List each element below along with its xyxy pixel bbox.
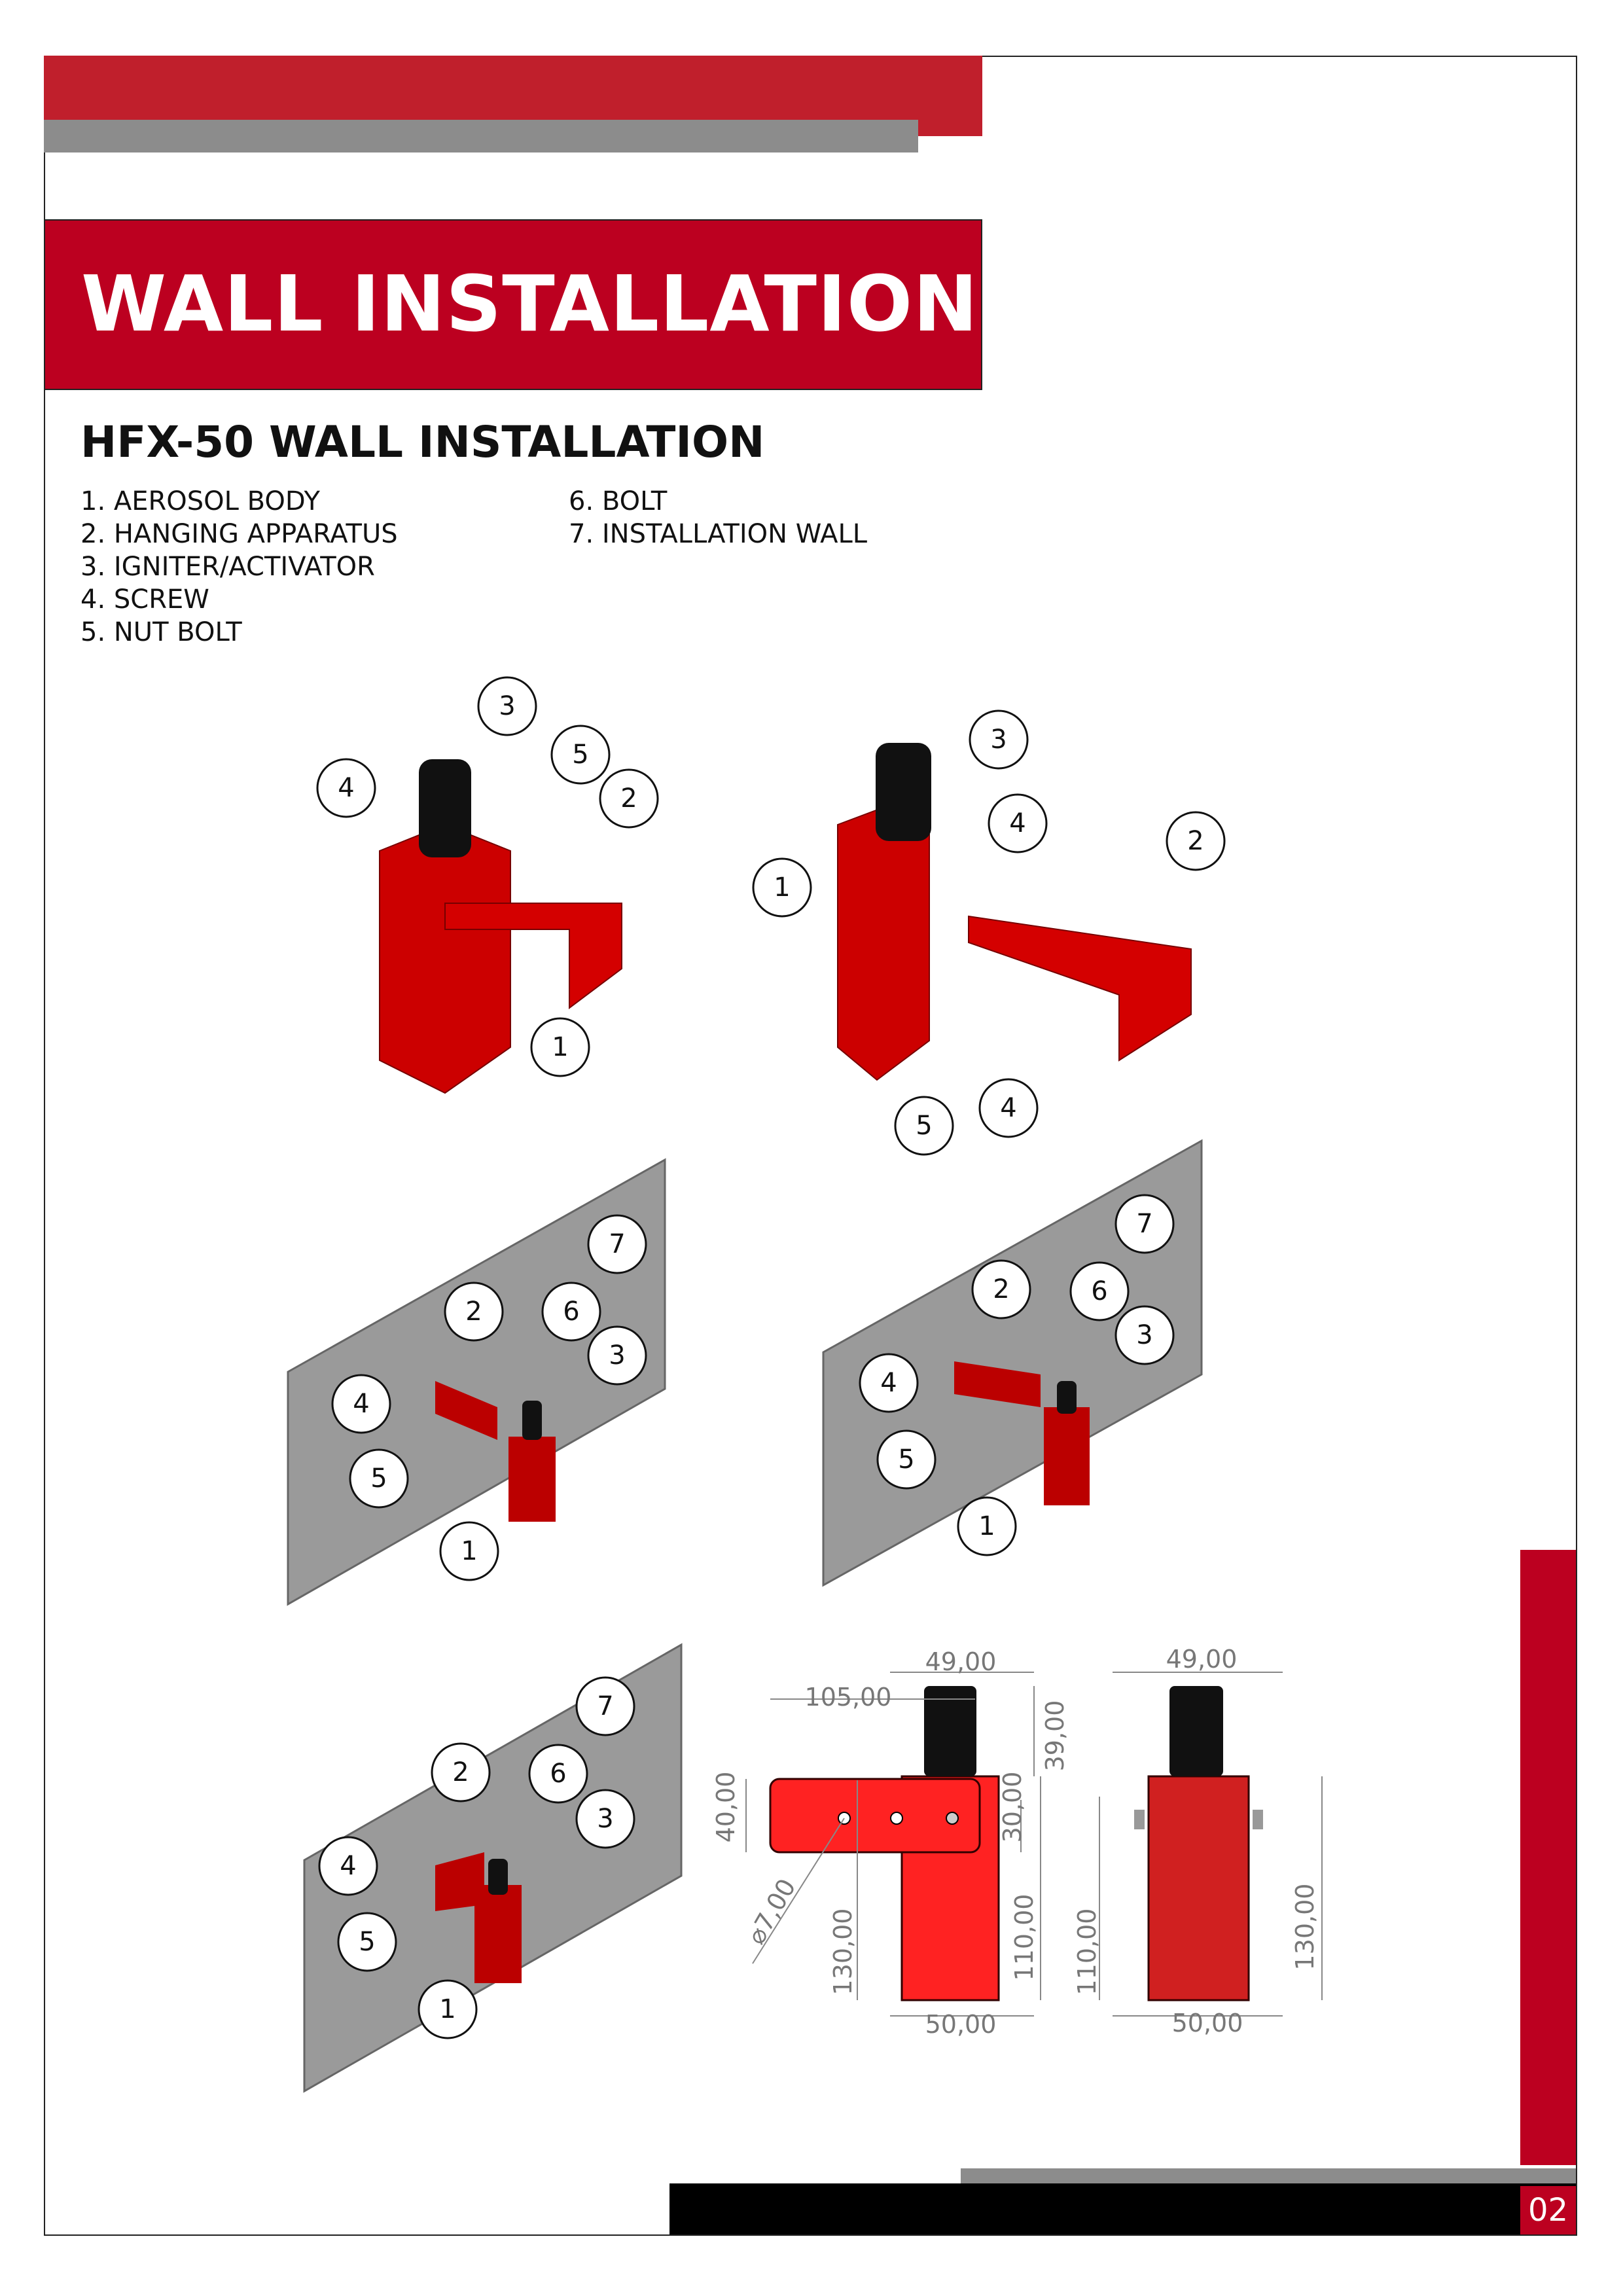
wall-view-3 xyxy=(303,1643,683,2093)
iso-view-2 xyxy=(837,743,1192,1081)
callout: 6 xyxy=(541,1282,601,1342)
callout: 1 xyxy=(752,857,812,918)
callout: 2 xyxy=(599,768,659,829)
callout: 3 xyxy=(1115,1305,1175,1365)
svg-text:2: 2 xyxy=(452,1757,469,1787)
callout: 1 xyxy=(439,1521,499,1581)
part-item: 3. IGNITER/ACTIVATOR xyxy=(80,552,375,582)
part-item: 6. BOLT xyxy=(569,486,668,516)
svg-text:4: 4 xyxy=(880,1368,897,1398)
dim-bracket-length: 105,00 xyxy=(805,1683,892,1712)
svg-text:5: 5 xyxy=(898,1444,914,1475)
callout: 1 xyxy=(418,1979,478,2039)
part-item: 4. SCREW xyxy=(80,584,209,615)
dim-hole-spacing: 30,00 xyxy=(998,1772,1027,1843)
dim-width-top: 49,00 xyxy=(925,1647,997,1676)
dim-width-bottom: 50,00 xyxy=(925,2010,997,2039)
callout: 7 xyxy=(587,1214,647,1274)
svg-text:1: 1 xyxy=(774,872,790,903)
svg-text:3: 3 xyxy=(1136,1320,1152,1350)
svg-text:3: 3 xyxy=(597,1804,613,1834)
technical-drawing-side: 49,00 110,00 130,00 50,00 xyxy=(1073,1645,1323,2037)
callout: 1 xyxy=(957,1496,1017,1556)
title-banner: WALL INSTALLATION xyxy=(44,219,982,390)
svg-text:4: 4 xyxy=(353,1389,369,1419)
side-red-bar xyxy=(1520,1550,1576,2165)
callout: 7 xyxy=(575,1676,635,1736)
callouts: 3 5 2 4 1 3 4 2 1 5 4 7 2 6 3 4 5 1 7 2 … xyxy=(316,676,1226,2039)
callout: 4 xyxy=(331,1374,391,1434)
callout: 2 xyxy=(1166,811,1226,871)
callout: 5 xyxy=(876,1429,936,1490)
svg-text:2: 2 xyxy=(1187,826,1204,856)
dim-side-total-height: 130,00 xyxy=(1291,1884,1319,1971)
callout: 7 xyxy=(1115,1194,1175,1254)
svg-text:2: 2 xyxy=(620,783,637,814)
svg-text:5: 5 xyxy=(359,1927,375,1957)
callout: 4 xyxy=(859,1353,919,1413)
callout: 1 xyxy=(530,1017,590,1077)
dim-side-width-top: 49,00 xyxy=(1166,1645,1238,1674)
callout: 3 xyxy=(969,709,1029,770)
dim-igniter-height: 39,00 xyxy=(1041,1700,1069,1772)
svg-text:7: 7 xyxy=(597,1691,613,1721)
svg-text:4: 4 xyxy=(340,1851,356,1881)
svg-text:5: 5 xyxy=(572,740,588,770)
callout: 2 xyxy=(971,1259,1031,1319)
callout: 2 xyxy=(431,1742,491,1803)
dim-total-height: 130,00 xyxy=(829,1909,857,1996)
part-item: 1. AEROSOL BODY xyxy=(80,486,320,516)
callout: 3 xyxy=(575,1789,635,1849)
dim-hole-diameter: ⌀7,00 xyxy=(741,1874,802,1949)
iso-view-1 xyxy=(379,759,622,1094)
callout: 5 xyxy=(894,1096,954,1156)
svg-text:3: 3 xyxy=(609,1340,625,1371)
callout: 5 xyxy=(550,725,611,785)
svg-text:2: 2 xyxy=(465,1297,482,1327)
svg-text:1: 1 xyxy=(552,1032,568,1062)
callout: 5 xyxy=(337,1912,397,1972)
callout: 5 xyxy=(349,1448,409,1509)
part-item: 5. NUT BOLT xyxy=(80,617,242,647)
page-number: 02 xyxy=(1520,2186,1576,2234)
callout: 4 xyxy=(978,1078,1039,1138)
dim-bracket-height: 40,00 xyxy=(711,1772,740,1843)
callout: 4 xyxy=(988,793,1048,853)
svg-text:7: 7 xyxy=(1136,1209,1152,1239)
dim-side-width-bottom: 50,00 xyxy=(1172,2009,1243,2037)
svg-text:6: 6 xyxy=(550,1759,566,1789)
footer-black-bar xyxy=(669,2183,1576,2234)
callout: 6 xyxy=(1069,1261,1130,1321)
svg-text:3: 3 xyxy=(990,725,1007,755)
technical-drawing-front: 49,00 105,00 39,00 40,00 30,00 ⌀7,00 130… xyxy=(711,1647,1069,2039)
dim-side-body-height: 110,00 xyxy=(1073,1909,1101,1996)
page-title: WALL INSTALLATION xyxy=(81,259,978,349)
svg-text:1: 1 xyxy=(978,1511,995,1541)
svg-text:5: 5 xyxy=(916,1111,932,1141)
part-item: 7. INSTALLATION WALL xyxy=(569,519,868,549)
svg-text:6: 6 xyxy=(563,1297,579,1327)
callout: 3 xyxy=(477,676,537,736)
svg-text:1: 1 xyxy=(461,1536,477,1566)
callout: 6 xyxy=(528,1744,588,1804)
svg-text:3: 3 xyxy=(499,691,515,721)
dim-body-height: 110,00 xyxy=(1010,1894,1039,1981)
callout: 4 xyxy=(316,758,376,818)
callout: 2 xyxy=(444,1282,504,1342)
svg-text:7: 7 xyxy=(609,1229,625,1259)
section-title: HFX-50 WALL INSTALLATION xyxy=(80,417,765,467)
svg-text:1: 1 xyxy=(439,1994,455,2024)
callout: 4 xyxy=(318,1836,378,1896)
header-grey-bar xyxy=(44,120,918,152)
part-item: 2. HANGING APPARATUS xyxy=(80,519,398,549)
callout: 3 xyxy=(587,1325,647,1386)
svg-text:2: 2 xyxy=(993,1274,1009,1304)
svg-text:4: 4 xyxy=(1000,1093,1016,1123)
svg-text:5: 5 xyxy=(370,1463,387,1494)
svg-text:4: 4 xyxy=(1009,808,1026,838)
svg-text:6: 6 xyxy=(1091,1276,1107,1306)
svg-text:4: 4 xyxy=(338,773,354,803)
